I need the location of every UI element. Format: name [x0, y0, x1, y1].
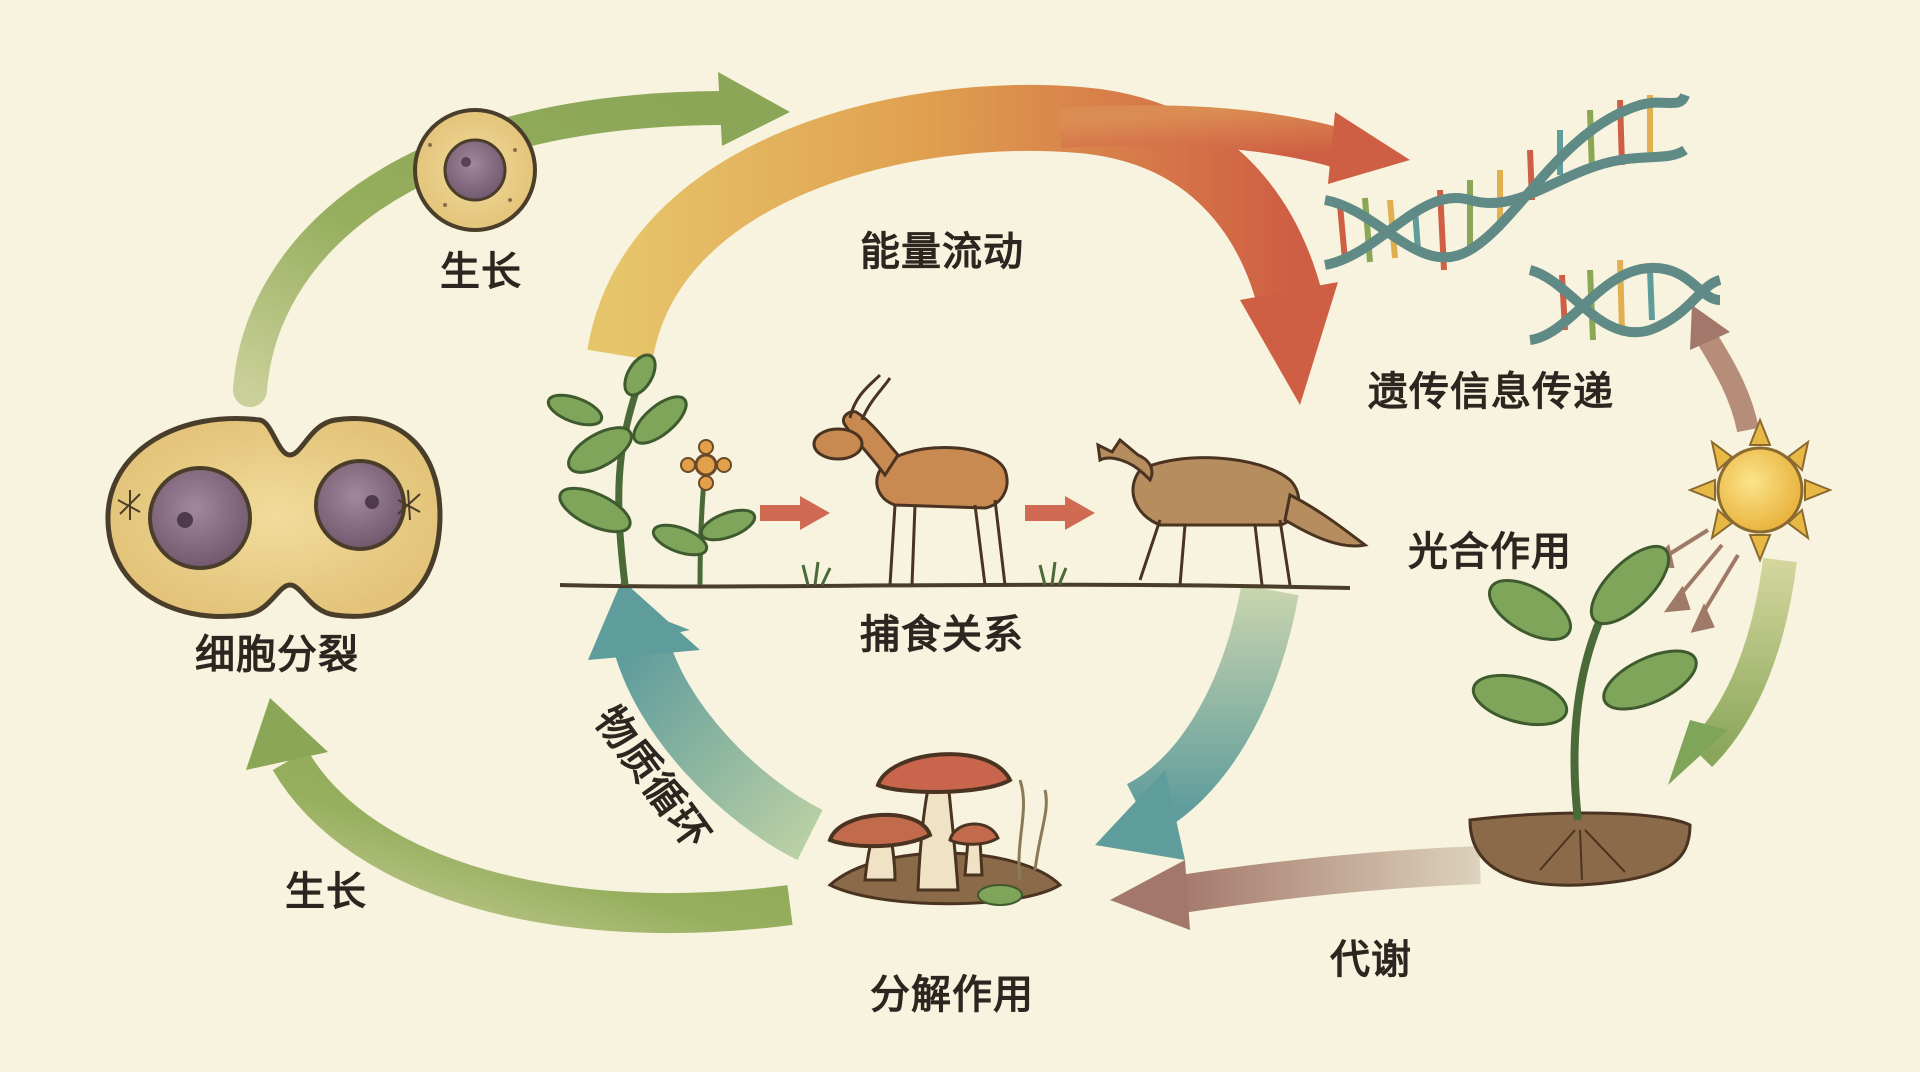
- decomposition-label: 分解作用: [870, 972, 1034, 1018]
- growth-label-bottom: 生长: [285, 869, 367, 915]
- material-cycle-arrow: [588, 580, 823, 861]
- growth-arrow-bottom: [246, 698, 793, 933]
- photosynthesis-label: 光合作用: [1408, 529, 1572, 575]
- sun-icon: [1687, 417, 1833, 563]
- metabolism-arrow: [1110, 846, 1481, 930]
- sunlight-arrow: [1668, 557, 1797, 785]
- growth-label-top: 生长: [440, 249, 522, 295]
- predation-arrow-1: [760, 496, 830, 530]
- genetic-transfer-label: 遗传信息传递: [1368, 369, 1614, 415]
- mushroom-decomposer-icon: [827, 752, 1063, 906]
- predation-label: 捕食关系: [860, 612, 1024, 658]
- ground-line: [559, 582, 1351, 590]
- predation-arrow-2: [1025, 496, 1095, 530]
- single-cell-icon: [413, 108, 537, 232]
- growth-arrow-top: [233, 72, 790, 407]
- deer-icon: [812, 373, 1009, 586]
- energy-flow-arrow: [587, 84, 1410, 405]
- consumer-decay-arrow: [1095, 584, 1299, 860]
- producer-plants-icon: [546, 353, 757, 586]
- grass-tufts: [801, 561, 1068, 586]
- dna-helix-icon: [1323, 92, 1722, 345]
- sun-to-dna-arrow: [1690, 305, 1759, 433]
- sun-rays: [1647, 528, 1740, 633]
- seedling-plant-icon: [1468, 544, 1698, 887]
- cell-division-label: 细胞分裂: [195, 632, 359, 678]
- wolf-icon: [1096, 437, 1369, 586]
- energy-flow-label: 能量流动: [860, 229, 1024, 275]
- metabolism-label: 代谢: [1330, 937, 1412, 983]
- dividing-cell-icon: [105, 416, 443, 619]
